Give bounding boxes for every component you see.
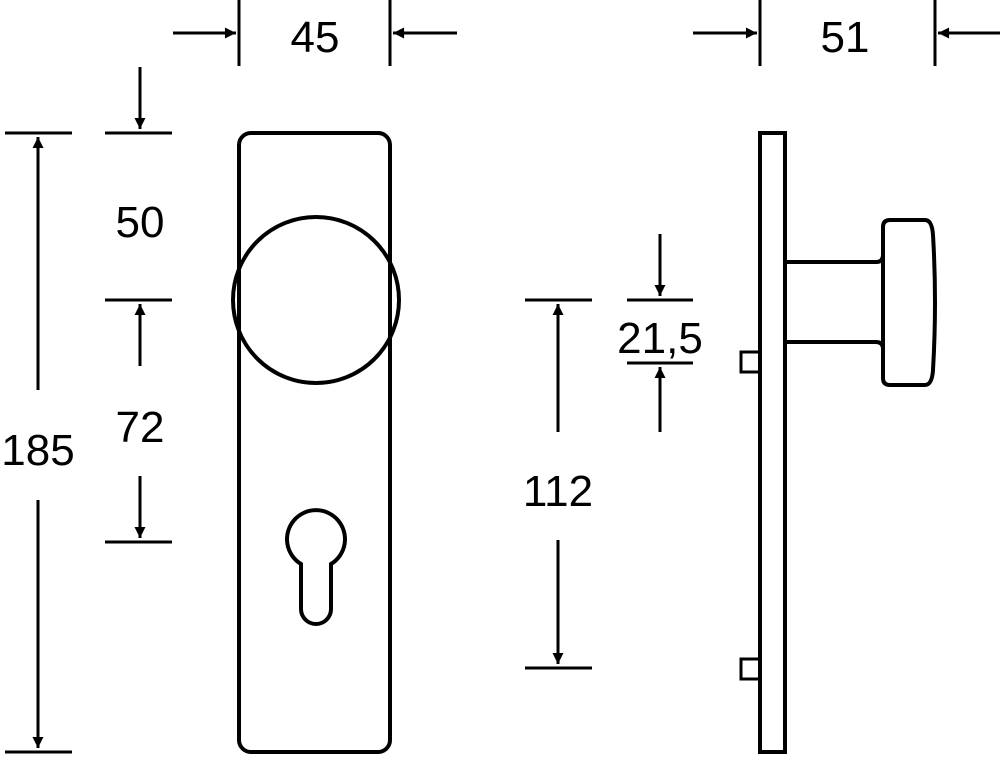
plate-side — [758, 131, 787, 754]
dimension-112: 112 — [523, 298, 593, 670]
side-view — [739, 131, 937, 754]
dimension-label-185: 185 — [1, 426, 74, 475]
fixing-pin-top — [739, 350, 762, 374]
dimension-label-50: 50 — [116, 198, 165, 247]
dimension-21-5: 21,5 — [617, 234, 703, 432]
dimension-label-72: 72 — [116, 403, 165, 452]
escutcheon-plate — [237, 131, 392, 754]
front-view — [231, 131, 401, 754]
dimension-label-45: 45 — [291, 13, 340, 62]
fixing-pin-bottom — [739, 657, 762, 681]
dimension-label-21-5: 21,5 — [617, 314, 703, 363]
dimension-45: 45 — [173, 0, 457, 66]
knob-spindle — [785, 254, 885, 350]
dimension-label-112: 112 — [523, 467, 593, 516]
dimension-50-72: 50 72 — [105, 67, 172, 544]
dimension-label-51: 51 — [821, 13, 870, 62]
knob-side — [881, 218, 937, 387]
keyhole-profile-cylinder — [285, 508, 347, 626]
dimension-51: 51 — [693, 0, 1000, 66]
dimension-185: 185 — [1, 131, 75, 754]
knob-front — [231, 215, 401, 385]
